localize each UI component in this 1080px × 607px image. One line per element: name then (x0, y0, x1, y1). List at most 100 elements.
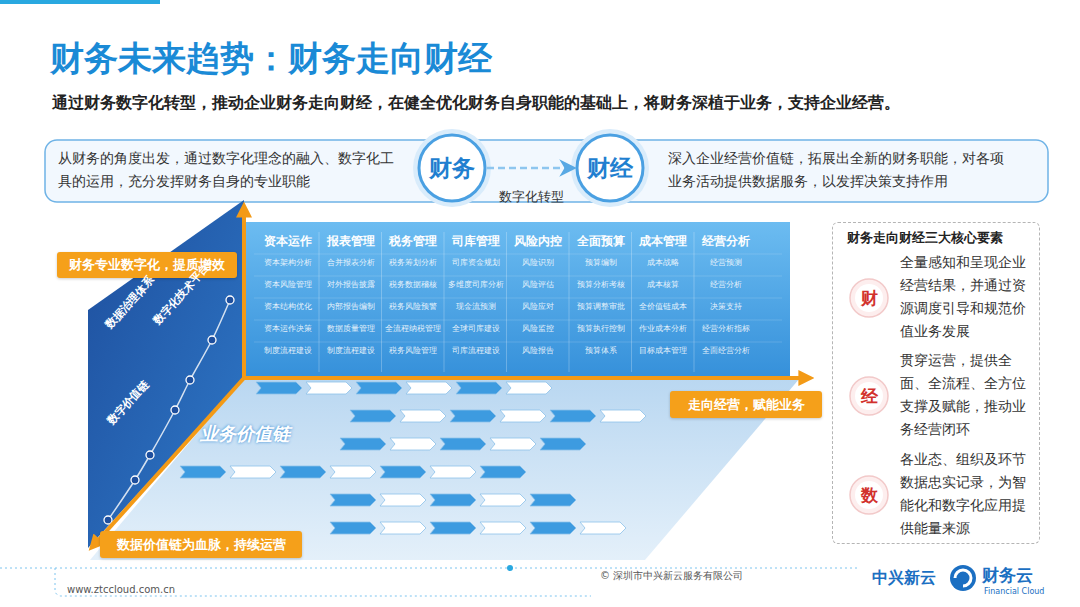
element-circle: 数 (849, 475, 889, 515)
node-text: 数 (849, 475, 889, 515)
node-text: 财经 (570, 128, 650, 208)
edge-label: 数字化转型 (499, 188, 564, 206)
node-text: 资本运作 (257, 230, 319, 252)
column-divider (319, 232, 320, 372)
process-chip (306, 382, 352, 394)
item-text: 制度流程建设 (257, 340, 319, 362)
process-chip (340, 438, 386, 450)
item-text: 税务风险管理 (382, 340, 444, 362)
item-text: 风险应对 (507, 296, 569, 318)
node-text: 经 (849, 376, 889, 416)
value-chain-dot (171, 406, 179, 414)
process-chip (480, 494, 526, 506)
item-text: 经营预测 (695, 252, 757, 274)
process-chip (506, 382, 552, 394)
circle-ring (850, 279, 888, 317)
function-column: 全面预算预算编制预算分析考核预算调整审批预算执行控制预算体系 (570, 230, 632, 374)
footer-bracket (55, 568, 591, 596)
function-column: 报表管理合并报表分析对外报告披露内部报告编制数据质量管理制度流程建设 (320, 230, 382, 374)
function-column: 资本运作资本架构分析资本风险管理资本结构优化资本运作决策制度流程建设 (257, 230, 319, 374)
process-chip (540, 438, 586, 450)
item-text: 成本战略 (632, 252, 694, 274)
axis-tag: 走向经营，赋能业务 (670, 391, 822, 418)
element-text: 全量感知和呈现企业经营结果，并通过资源调度引导和规范价值业务发展 (900, 251, 1038, 343)
title: 财务未来趋势：财务走向财经 (50, 36, 492, 82)
node-text: 税务管理 (382, 230, 444, 252)
function-panel (244, 222, 790, 378)
item-text: 对外报告披露 (320, 274, 382, 296)
node-text: 经营分析 (695, 230, 757, 252)
item-text: 风险识别 (507, 252, 569, 274)
axis-tag: 数据价值链为血脉，持续运营 (100, 531, 302, 558)
item-text: 风险报告 (507, 340, 569, 362)
item-text: 风险评估 (507, 274, 569, 296)
process-chip (380, 466, 426, 478)
circle-ring (850, 476, 888, 514)
process-chip (380, 522, 426, 534)
function-column: 经营分析经营预测经营分析决策支持经营分析指标全面经营分析 (695, 230, 757, 374)
item-text: 资本风险管理 (257, 274, 319, 296)
process-chip (530, 522, 576, 534)
function-column: 风险内控风险识别风险评估风险应对风险监控风险报告 (507, 230, 569, 374)
item-text: 经营分析指标 (695, 318, 757, 340)
item-text: 资本架构分析 (257, 252, 319, 274)
item-text: 全球司库建设 (445, 318, 507, 340)
item-text: 作业成本分析 (632, 318, 694, 340)
circle-ring (850, 377, 888, 415)
column-divider (506, 232, 507, 372)
process-chip (330, 522, 376, 534)
process-chip (406, 382, 452, 394)
process-chip (550, 410, 596, 422)
logo-text: 财务云 (982, 564, 1033, 587)
node-text: 财务 (412, 128, 492, 208)
stage-circle: 财务 (412, 128, 492, 208)
logo-mark (950, 565, 976, 591)
column-divider (444, 232, 445, 372)
item-text: 预算调整审批 (570, 296, 632, 318)
element-text: 贯穿运营，提供全面、全流程、全方位支撑及赋能，推动业务经营闭环 (900, 349, 1038, 441)
node-text: 司库管理 (445, 230, 507, 252)
element-text: 各业态、组织及环节数据忠实记录，为智能化和数字化应用提供能量来源 (900, 448, 1038, 540)
item-text: 全流程纳税管理 (382, 318, 444, 340)
floor-label: 业务价值链 (200, 422, 290, 446)
top-stripe (0, 0, 160, 4)
node-text: 走向经营，赋能业务 (688, 396, 805, 414)
item-text: 资本结构优化 (257, 296, 319, 318)
value-chain-dot (146, 451, 154, 459)
value-chain-dot (186, 376, 194, 384)
process-chip (430, 494, 476, 506)
process-chip (380, 494, 426, 506)
value-chain-dot (104, 516, 112, 524)
process-chip (440, 438, 486, 450)
item-text: 合并报表分析 (320, 252, 382, 274)
item-text: 预算分析考核 (570, 274, 632, 296)
item-text: 预算编制 (570, 252, 632, 274)
node-text: 财 (849, 278, 889, 318)
logo-subtext: Financial Cloud (984, 587, 1044, 596)
logo-swirl (955, 570, 971, 586)
connector-arrow (487, 167, 575, 170)
item-text: 全价值链成本 (632, 296, 694, 318)
logo-text: 中兴新云 (872, 568, 936, 589)
process-chip (580, 522, 626, 534)
process-chip (430, 522, 476, 534)
process-chip (230, 466, 276, 478)
item-text: 预算体系 (570, 340, 632, 362)
item-text: 决策支持 (695, 296, 757, 318)
process-chip (330, 466, 376, 478)
website: www.ztccloud.com.cn (67, 584, 175, 595)
item-text: 资本运作决策 (257, 318, 319, 340)
node-text: 数据价值链为血脉，持续运营 (117, 536, 286, 554)
row-divider (254, 320, 782, 321)
subtitle: 通过财务数字化转型，推动企业财务走向财经，在健全优化财务自身职能的基础上，将财务… (52, 93, 900, 114)
item-text: 目标成本管理 (632, 340, 694, 362)
item-text: 税务筹划分析 (382, 252, 444, 274)
column-divider (694, 232, 695, 372)
value-chain-dot (226, 296, 234, 304)
row-divider (254, 276, 782, 277)
column-divider (569, 232, 570, 372)
item-text: 风险监控 (507, 318, 569, 340)
item-text: 预算执行控制 (570, 318, 632, 340)
process-chip (480, 466, 526, 478)
